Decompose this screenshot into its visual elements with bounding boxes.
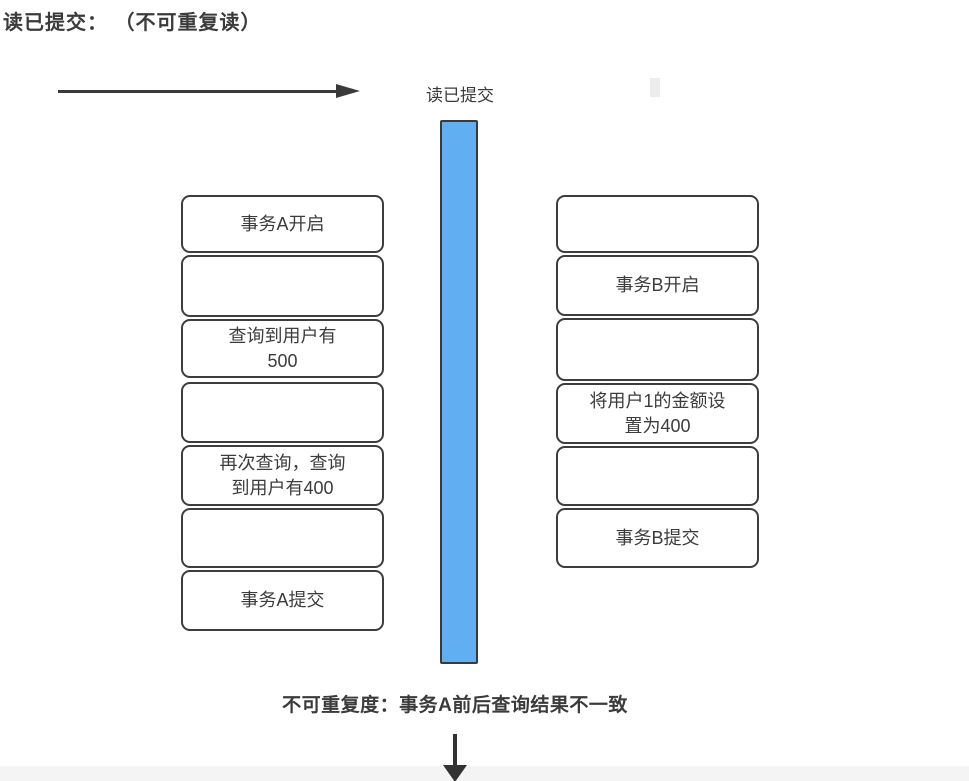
timeline-label: 读已提交 <box>426 86 494 105</box>
down-arrow-head-icon <box>443 765 467 781</box>
transaction-b-step-2: 事务B开启 <box>556 255 759 316</box>
down-arrow-line <box>453 734 457 767</box>
transaction-a-step-3-label: 查询到用户有 500 <box>228 326 337 371</box>
scrollbar-artifact <box>650 78 660 97</box>
transaction-b-step-3-empty <box>556 318 759 381</box>
transaction-a-step-5: 再次查询，查询 到用户有400 <box>181 445 384 506</box>
transaction-a-step-4-empty <box>181 382 384 443</box>
transaction-b-step-6-label: 事务B提交 <box>615 527 700 548</box>
diagram-caption: 不可重复度：事务A前后查询结果不一致 <box>282 695 628 716</box>
timeline-arrow-head-icon <box>336 84 360 98</box>
bottom-strip <box>0 766 969 781</box>
transaction-a-step-1: 事务A开启 <box>181 195 384 253</box>
transaction-b-step-4: 将用户1的金额设 置为400 <box>556 383 759 444</box>
transaction-b-step-4-label: 将用户1的金额设 置为400 <box>589 391 726 436</box>
transaction-a-step-1-label: 事务A开启 <box>240 213 325 234</box>
page-title: 读已提交： （不可重复读） <box>3 12 262 34</box>
timeline-bar <box>440 120 478 664</box>
transaction-a-step-5-label: 再次查询，查询 到用户有400 <box>219 453 346 498</box>
transaction-b-step-6: 事务B提交 <box>556 508 759 568</box>
transaction-b-step-2-label: 事务B开启 <box>615 275 700 296</box>
transaction-a-step-3: 查询到用户有 500 <box>181 319 384 378</box>
timeline-arrow-line <box>58 90 338 93</box>
transaction-b-step-1-empty <box>556 195 759 253</box>
transaction-a-step-7-label: 事务A提交 <box>240 590 325 611</box>
transaction-a-step-2-empty <box>181 255 384 317</box>
transaction-a-step-7: 事务A提交 <box>181 570 384 631</box>
transaction-b-step-5-empty <box>556 446 759 506</box>
transaction-a-step-6-empty <box>181 508 384 568</box>
